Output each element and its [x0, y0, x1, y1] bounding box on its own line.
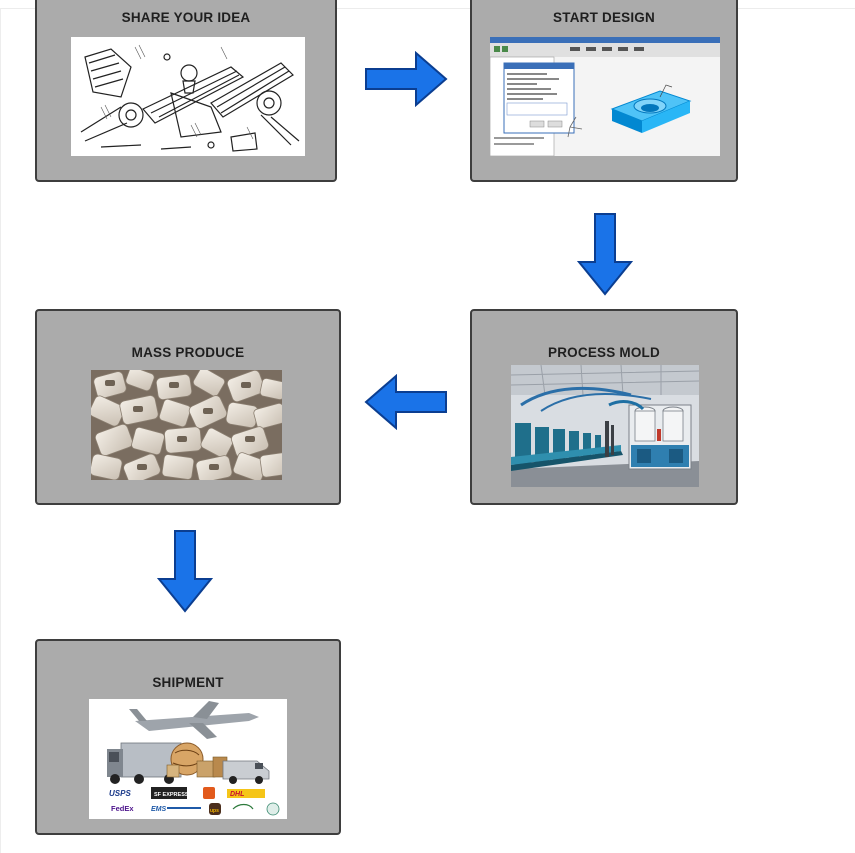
logistics-icon: USPS SF EXPRESS DHL FedEx EMS ups	[89, 699, 287, 819]
arrow-down-icon	[576, 212, 634, 301]
usps-logo: USPS	[109, 789, 131, 798]
fedex-logo: FedEx	[111, 804, 134, 813]
dhl-logo: DHL	[230, 791, 244, 798]
step-start-design: START DESIGN	[470, 0, 738, 182]
plastic-parts-icon	[91, 370, 282, 480]
arrow-right-icon	[364, 50, 448, 112]
cad-screenshot-image	[490, 37, 720, 156]
step-title: START DESIGN	[553, 10, 655, 25]
cad-software-icon	[490, 37, 720, 156]
page-top-divider	[0, 8, 855, 9]
step-title: SHIPMENT	[152, 675, 224, 690]
ems-logo: EMS	[151, 806, 167, 813]
arrow-down-icon	[156, 529, 214, 618]
arrow-left-icon	[364, 373, 448, 435]
shipment-collage-image: USPS SF EXPRESS DHL FedEx EMS ups	[89, 699, 287, 819]
page-left-divider	[0, 8, 1, 853]
sf-express-logo: SF EXPRESS	[154, 792, 189, 798]
step-title: PROCESS MOLD	[548, 345, 660, 360]
step-shipment: SHIPMENT	[35, 639, 341, 835]
step-title: MASS PRODUCE	[131, 345, 245, 360]
sketch-image	[71, 37, 305, 156]
step-title: SHARE YOUR IDEA	[121, 10, 251, 25]
plastic-parts-image	[91, 370, 282, 480]
factory-line-icon	[511, 365, 699, 487]
step-process-mold: PROCESS MOLD	[470, 309, 738, 505]
sketch-drawing-icon	[80, 44, 300, 152]
step-share-idea: SHARE YOUR IDEA	[35, 0, 337, 182]
step-mass-produce: MASS PRODUCE	[35, 309, 341, 505]
factory-image	[511, 365, 699, 487]
ups-logo: ups	[210, 808, 219, 814]
